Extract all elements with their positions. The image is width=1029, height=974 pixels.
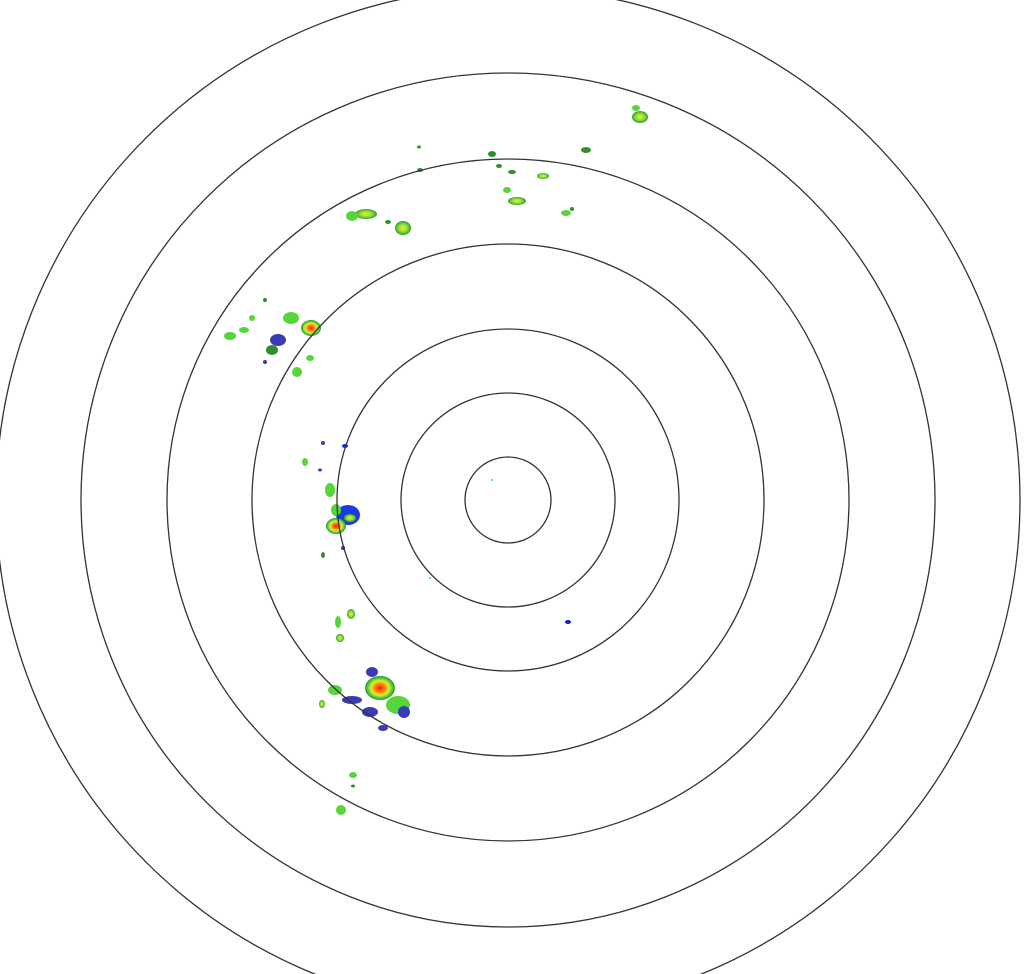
range-ring-2: [400, 392, 616, 608]
precipitation-echo: [561, 210, 571, 216]
precipitation-echo: [349, 772, 357, 778]
precipitation-echo: [346, 211, 358, 221]
precipitation-echo: [508, 197, 526, 205]
precipitation-echo: [325, 483, 335, 497]
precipitation-echo: [302, 458, 308, 466]
precipitation-echo: [319, 700, 325, 708]
precipitation-echo: [321, 441, 325, 445]
precipitation-echo: [263, 360, 267, 364]
precipitation-echo: [632, 105, 640, 111]
precipitation-echo: [417, 145, 421, 149]
precipitation-echo: [224, 332, 236, 340]
range-ring-4: [251, 243, 765, 757]
precipitation-echo: [336, 805, 346, 815]
precipitation-echo: [366, 667, 378, 677]
precipitation-echo: [537, 173, 549, 179]
precipitation-echo: [326, 518, 346, 534]
precipitation-echo: [355, 209, 377, 219]
precipitation-echo: [335, 616, 341, 628]
precipitation-echo: [263, 298, 267, 302]
range-ring-3: [336, 328, 680, 672]
precipitation-echo: [283, 312, 299, 324]
precipitation-echo: [395, 221, 411, 235]
precipitation-echo: [318, 468, 322, 472]
range-ring-1: [464, 456, 552, 544]
precipitation-echo: [508, 170, 516, 174]
precipitation-echo: [570, 207, 574, 211]
precipitation-echo: [581, 147, 591, 153]
range-ring-6: [80, 72, 936, 928]
precipitation-echo: [270, 334, 286, 346]
precipitation-echo: [488, 151, 496, 157]
precipitation-echo: [342, 696, 362, 704]
precipitation-echo: [292, 367, 302, 377]
precipitation-echo: [398, 706, 410, 718]
precipitation-echo: [385, 220, 391, 224]
precipitation-echo: [239, 327, 249, 333]
precipitation-echo: [378, 725, 388, 731]
precipitation-echo: [429, 577, 431, 579]
precipitation-echo: [496, 164, 502, 168]
precipitation-echo: [249, 315, 255, 321]
range-ring-5: [166, 158, 850, 842]
precipitation-echo: [336, 634, 344, 642]
precipitation-echo: [365, 676, 395, 700]
precipitation-echo: [347, 609, 355, 619]
precipitation-echo: [565, 620, 571, 624]
precipitation-echo: [362, 707, 378, 717]
precipitation-echo: [306, 355, 314, 361]
precipitation-echo: [503, 187, 511, 193]
precipitation-echo: [344, 514, 356, 522]
precipitation-echo: [301, 320, 321, 336]
precipitation-echoes: [224, 105, 648, 815]
precipitation-echo: [351, 784, 355, 788]
precipitation-echo: [321, 552, 325, 558]
precipitation-echo: [331, 504, 341, 516]
precipitation-echo: [266, 345, 278, 355]
precipitation-echo: [632, 111, 648, 123]
precipitation-echo: [491, 479, 493, 481]
